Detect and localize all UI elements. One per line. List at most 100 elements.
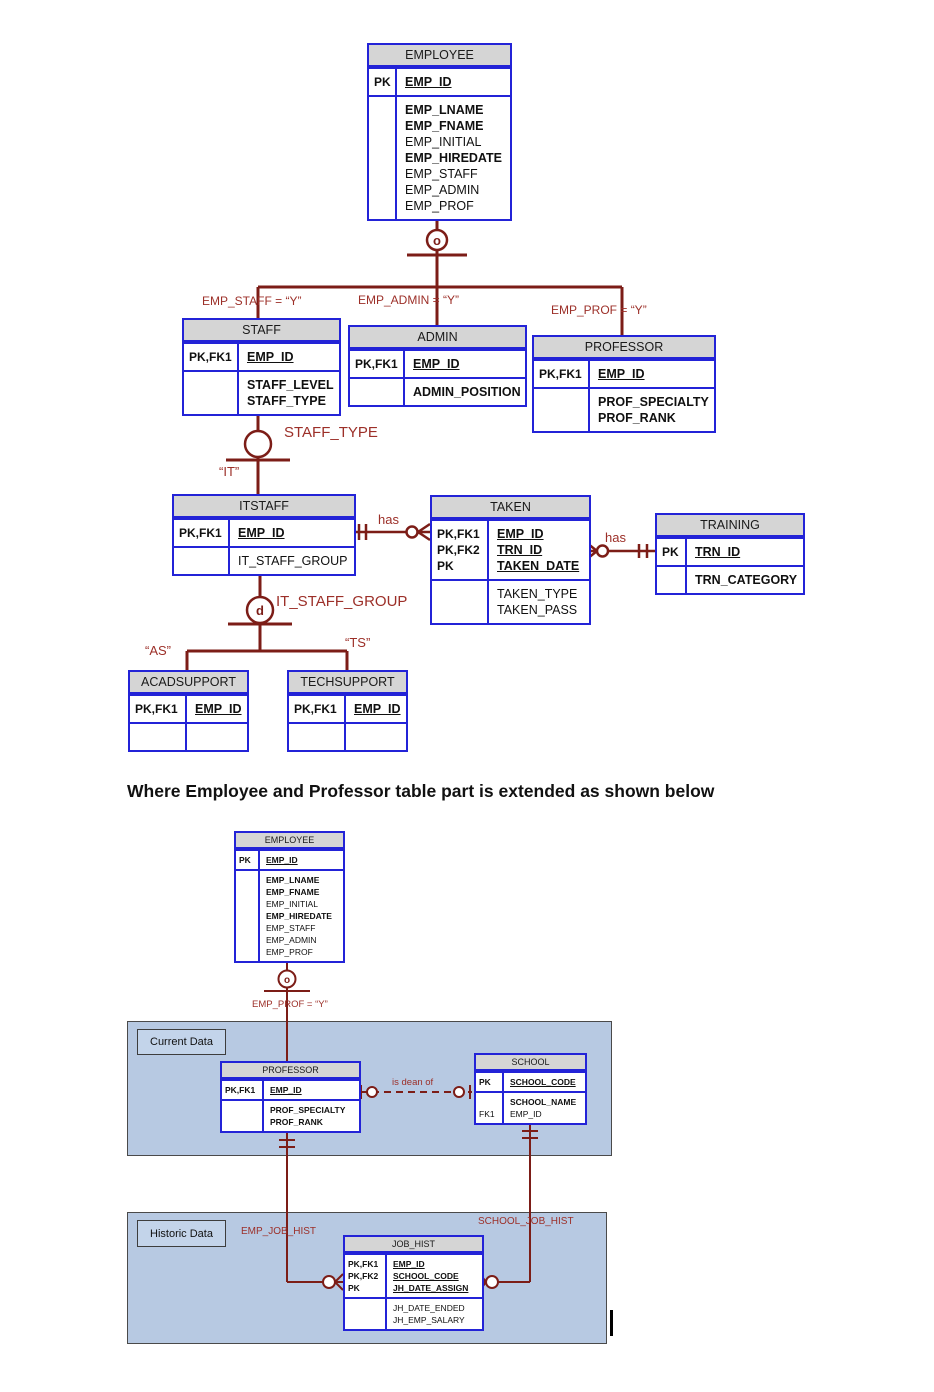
entity-title: ADMIN xyxy=(350,327,525,349)
attribute-cell: EMP_ID xyxy=(413,357,460,371)
attribute-cell: EMP_ID xyxy=(598,367,645,381)
relationship-label: “TS” xyxy=(345,635,371,650)
category-circle-icon xyxy=(243,429,273,459)
attribute-cell: EMP_ADMIN xyxy=(405,183,480,197)
attribute-cell: TAKEN_PASS xyxy=(497,603,578,617)
entity-title: ACADSUPPORT xyxy=(130,672,247,694)
key-cell xyxy=(239,922,258,934)
entity-title: EMPLOYEE xyxy=(236,833,343,849)
key-cell xyxy=(374,198,395,214)
entity-title: EMPLOYEE xyxy=(369,45,510,67)
entity-title: PROFESSOR xyxy=(222,1063,359,1079)
relationship-label: EMP_PROF = “Y” xyxy=(252,999,328,1010)
attribute-cell: EMP_ID xyxy=(195,702,242,716)
key-cell xyxy=(374,182,395,198)
attribute-cell: EMP_ADMIN xyxy=(266,935,317,945)
attribute-cell xyxy=(354,729,406,745)
group-label: Current Data xyxy=(137,1029,226,1055)
key-cell xyxy=(348,1314,385,1326)
attribute-cell: PROF_SPECIALTY xyxy=(270,1105,346,1115)
key-cell xyxy=(239,874,258,886)
relationship-label: EMP_STAFF = “Y” xyxy=(202,294,302,308)
key-cell: PK,FK1 xyxy=(355,357,398,371)
key-cell xyxy=(374,118,395,134)
attribute-cell: IT_STAFF_GROUP xyxy=(238,554,348,568)
key-cell xyxy=(189,377,237,393)
entity-title: STAFF xyxy=(184,320,339,342)
attribute-cell: JH_DATE_ASSIGN xyxy=(393,1283,469,1293)
relationship-itstaff-taken xyxy=(352,522,431,542)
entity-title: TECHSUPPORT xyxy=(289,672,406,694)
attribute-cell: EMP_INITIAL xyxy=(405,135,482,149)
relationship-label: EMP_JOB_HIST xyxy=(241,1226,317,1237)
attribute-cell: EMP_ID xyxy=(354,702,401,716)
subtype-connector-it-staff-group: d xyxy=(185,573,349,671)
key-cell: PK,FK1 xyxy=(539,367,582,381)
attribute-cell: EMP_FNAME xyxy=(405,119,484,133)
relationship-label: EMP_ADMIN = “Y” xyxy=(358,293,460,307)
key-cell xyxy=(239,910,258,922)
key-cell: PK xyxy=(348,1283,360,1293)
overlap-circle-icon xyxy=(277,969,297,989)
key-cell xyxy=(355,384,403,400)
relationship-label: is dean of xyxy=(392,1077,434,1088)
attribute-cell: TRN_ID xyxy=(497,543,543,557)
attribute-cell: EMP_ID xyxy=(247,350,294,364)
subtype-connector-staff-type xyxy=(226,410,290,494)
key-cell: PK,FK1 xyxy=(135,702,178,716)
key-cell: FK1 xyxy=(479,1109,495,1119)
attribute-cell: JH_EMP_SALARY xyxy=(393,1315,465,1325)
key-cell: PK xyxy=(437,559,454,573)
relationship-label: EMP_PROF = “Y” xyxy=(551,303,647,317)
attribute-cell: ADMIN_POSITION xyxy=(413,385,521,399)
attribute-cell: SCHOOL_NAME xyxy=(510,1097,577,1107)
entity-itstaff: ITSTAFF PK,FK1 EMP_ID IT_STAFF_GROUP xyxy=(172,494,356,576)
key-cell xyxy=(539,410,588,426)
text-cursor xyxy=(610,1310,613,1336)
attribute-cell: STAFF_TYPE xyxy=(247,394,326,408)
key-cell xyxy=(294,729,344,745)
attribute-cell: SCHOOL_CODE xyxy=(393,1271,459,1281)
relationship-label: “AS” xyxy=(145,643,171,658)
attribute-cell: TAKEN_TYPE xyxy=(497,587,578,601)
key-cell xyxy=(135,729,185,745)
attribute-cell: EMP_ID xyxy=(497,527,544,541)
optional-circle-icon xyxy=(453,1086,465,1098)
key-cell: PK,FK1 xyxy=(179,526,222,540)
key-cell: PK,FK1 xyxy=(437,527,480,541)
attribute-cell: EMP_LNAME xyxy=(405,103,484,117)
attribute-cell: EMP_ID xyxy=(405,75,452,89)
attribute-cell xyxy=(195,729,247,745)
key-cell xyxy=(239,946,258,958)
attribute-cell: TRN_CATEGORY xyxy=(695,573,798,587)
key-cell xyxy=(239,898,258,910)
relationship-emp-job-hist xyxy=(279,1132,344,1291)
key-cell: PK,FK1 xyxy=(348,1259,379,1269)
relationship-label: SCHOOL_JOB_HIST xyxy=(478,1216,574,1227)
relationship-taken-training xyxy=(586,542,655,560)
entity-title: TRAINING xyxy=(657,515,803,537)
relationship-label: STAFF_TYPE xyxy=(284,424,378,441)
attribute-cell: EMP_ID xyxy=(238,526,285,540)
key-cell: PK,FK2 xyxy=(437,543,480,557)
overlap-letter: o xyxy=(284,975,290,986)
key-cell xyxy=(437,586,487,602)
attribute-cell: EMP_HIREDATE xyxy=(405,151,503,165)
attribute-cell: EMP_ID xyxy=(393,1259,425,1269)
overlap-letter: o xyxy=(433,233,441,248)
key-cell: PK xyxy=(662,545,679,559)
attribute-cell: EMP_HIREDATE xyxy=(266,911,332,921)
optional-circle-icon xyxy=(322,1275,336,1289)
relationship-school-job-hist xyxy=(479,1123,538,1291)
optional-circle-icon xyxy=(595,544,610,558)
entity-title: ITSTAFF xyxy=(174,496,354,518)
key-cell xyxy=(239,934,258,946)
key-cell: PK,FK1 xyxy=(225,1085,256,1095)
